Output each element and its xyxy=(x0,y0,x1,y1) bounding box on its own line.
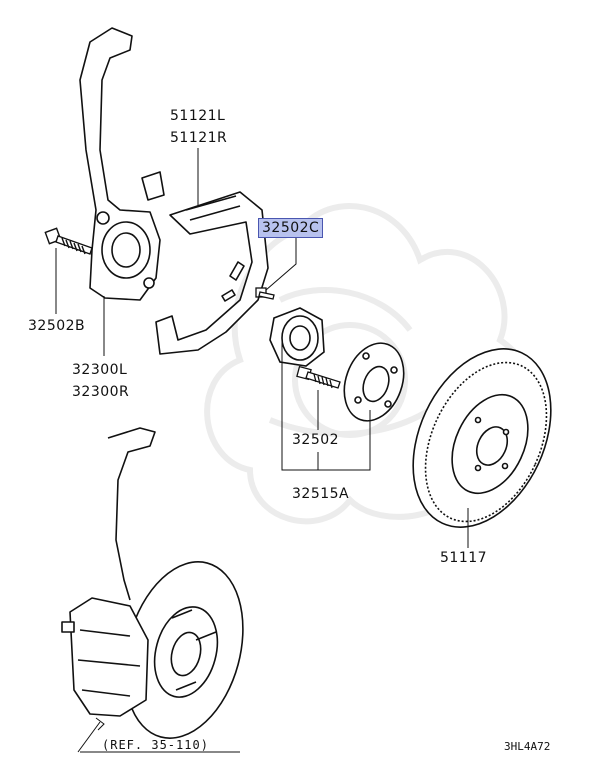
brake-disc xyxy=(412,348,552,528)
hub-bearing xyxy=(269,307,325,367)
hub-flange xyxy=(343,342,405,422)
watermark xyxy=(204,203,533,525)
bolt-32502c xyxy=(255,287,275,300)
reference-note: (REF. 35-110) xyxy=(102,738,209,752)
bolt-32502b xyxy=(44,227,93,255)
label-32300r[interactable]: 32300R xyxy=(72,384,130,400)
steering-knuckle xyxy=(79,27,165,301)
label-51121r[interactable]: 51121R xyxy=(170,130,228,146)
hub-bolt-32502 xyxy=(296,365,341,389)
dust-shield xyxy=(155,191,269,355)
label-32502[interactable]: 32502 xyxy=(292,432,340,448)
label-32502c[interactable]: 32502C xyxy=(258,218,324,238)
label-51117[interactable]: 51117 xyxy=(440,550,488,566)
assembly-reference xyxy=(61,427,244,739)
label-32515a[interactable]: 32515A xyxy=(292,486,350,502)
diagram-code: 3HL4A72 xyxy=(504,740,551,753)
leader-lines xyxy=(55,148,469,753)
label-51121l[interactable]: 51121L xyxy=(170,108,226,124)
label-32300l[interactable]: 32300L xyxy=(72,362,128,378)
label-32502b[interactable]: 32502B xyxy=(28,318,86,334)
